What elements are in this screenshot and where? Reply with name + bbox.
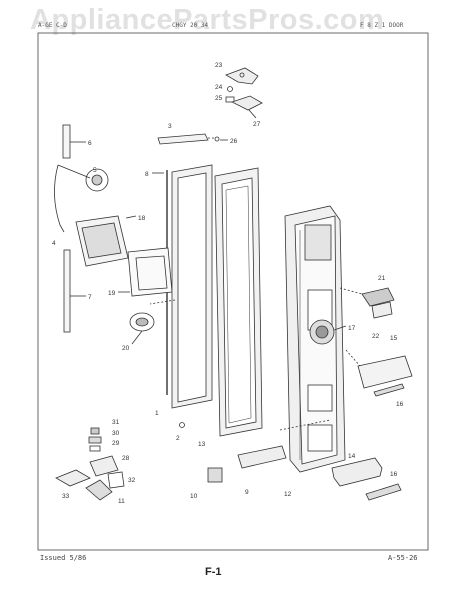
callout-33: 33 xyxy=(62,493,70,500)
callout-31: 31 xyxy=(112,419,120,426)
callout-6: 6 xyxy=(88,140,92,147)
callout-15: 15 xyxy=(390,335,398,342)
part-30 xyxy=(88,436,102,444)
part-32 xyxy=(107,471,125,489)
screw-26 xyxy=(214,136,220,142)
grommet-5 xyxy=(85,168,109,192)
strip-16b xyxy=(365,483,402,501)
callout-2: 2 xyxy=(176,435,180,442)
top-hinge-bracket xyxy=(225,67,259,85)
callout-16a: 16 xyxy=(396,401,404,408)
callout-28: 28 xyxy=(122,455,130,462)
leader-20 xyxy=(131,330,143,345)
diagram-frame xyxy=(37,32,429,551)
callout-21: 21 xyxy=(378,275,386,282)
header-center: CHGY 20 34 xyxy=(172,22,209,29)
callout-10: 10 xyxy=(190,493,198,500)
leader-18 xyxy=(125,215,137,219)
callout-26: 26 xyxy=(230,138,238,145)
callout-20: 20 xyxy=(122,345,130,352)
strip-16a xyxy=(373,383,405,397)
callout-12: 12 xyxy=(284,491,292,498)
callout-8: 8 xyxy=(145,171,149,178)
callout-14: 14 xyxy=(348,453,356,460)
bushing-24 xyxy=(227,86,233,92)
callout-23: 23 xyxy=(215,62,223,69)
part-21 xyxy=(361,287,395,307)
strip-6 xyxy=(62,124,71,159)
part-33 xyxy=(55,469,91,487)
callout-22: 22 xyxy=(372,333,380,340)
callout-7: 7 xyxy=(88,294,92,301)
callout-16b: 16 xyxy=(390,471,398,478)
liner-pocket-top xyxy=(304,224,332,261)
callout-5: 5 xyxy=(93,167,97,174)
callout-24: 24 xyxy=(215,84,223,91)
part-29 xyxy=(89,445,101,452)
part-22 xyxy=(371,301,393,319)
cable-4 xyxy=(54,164,61,226)
washer-25 xyxy=(225,96,235,103)
callout-labels: 23 24 25 27 3 26 6 8 5 4 18 19 7 20 1 2 … xyxy=(52,62,404,505)
callout-29: 29 xyxy=(112,440,120,447)
bottom-hinge-9 xyxy=(237,445,287,469)
callout-19: 19 xyxy=(108,290,116,297)
callout-25: 25 xyxy=(215,95,223,102)
trim-top-3 xyxy=(157,133,209,145)
part-31 xyxy=(90,427,100,435)
screw-2 xyxy=(179,422,185,428)
strip-7 xyxy=(63,249,71,333)
header-right: F 8 Z 1 DOOR xyxy=(360,22,404,29)
callout-32: 32 xyxy=(128,477,136,484)
callout-17: 17 xyxy=(348,325,356,332)
diagram-code: A-55-26 xyxy=(388,554,418,562)
callout-4: 4 xyxy=(52,240,56,247)
bracket-28 xyxy=(89,455,119,477)
figure-label: F-1 xyxy=(205,566,222,578)
watermark: AppliancePartsPros.com xyxy=(30,4,385,36)
callout-30: 30 xyxy=(112,430,120,437)
issued-date: Issued 5/86 xyxy=(40,554,87,562)
callout-3: 3 xyxy=(168,123,172,130)
callout-13: 13 xyxy=(198,441,206,448)
hinge-hole xyxy=(239,72,245,78)
callout-11: 11 xyxy=(118,498,125,505)
bracket-14 xyxy=(331,457,383,487)
leader-27 xyxy=(248,109,257,119)
callout-9: 9 xyxy=(245,489,249,496)
callout-18: 18 xyxy=(138,215,146,222)
leader-17 xyxy=(333,325,347,331)
part-10 xyxy=(207,467,223,483)
hinge-plate-27 xyxy=(230,95,263,111)
header-left: A-GE C-D xyxy=(38,22,67,29)
bin-15 xyxy=(357,355,413,389)
callout-27: 27 xyxy=(253,121,261,128)
part-11 xyxy=(85,479,113,501)
callout-1: 1 xyxy=(155,410,159,417)
